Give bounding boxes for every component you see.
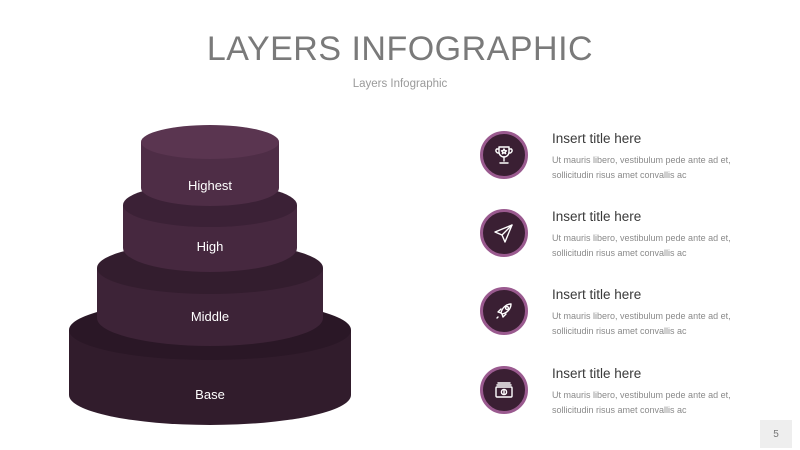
layer-label-base: Base — [195, 387, 225, 402]
item-title: Insert title here — [552, 131, 642, 146]
layer-label-middle: Middle — [191, 309, 229, 324]
paper-plane-icon — [480, 209, 528, 257]
item-title: Insert title here — [552, 287, 642, 302]
slide-subtitle: Layers Infographic — [352, 78, 448, 90]
list-item: Insert title here Ut mauris libero, vest… — [478, 287, 778, 347]
item-body: Ut mauris libero, vestibulum pede ante a… — [552, 390, 731, 415]
layer-highest: Highest — [141, 125, 279, 206]
list-item: Insert title here Ut mauris libero, vest… — [478, 131, 778, 191]
trophy-icon — [480, 131, 528, 179]
page-number: 5 — [760, 420, 792, 448]
item-title: Insert title here — [552, 209, 642, 224]
slide-title: LAYERS INFOGRAPHIC — [206, 30, 594, 68]
layer-label-highest: Highest — [188, 178, 232, 193]
item-body: Ut mauris libero, vestibulum pede ante a… — [552, 311, 731, 336]
list-item: Insert title here Ut mauris libero, vest… — [478, 366, 778, 426]
rocket-icon — [480, 287, 528, 335]
money-icon — [480, 366, 528, 414]
list-item: Insert title here Ut mauris libero, vest… — [478, 209, 778, 269]
item-body: Ut mauris libero, vestibulum pede ante a… — [552, 155, 731, 180]
layer-label-high: High — [197, 239, 224, 254]
item-body: Ut mauris libero, vestibulum pede ante a… — [552, 233, 731, 258]
item-title: Insert title here — [552, 366, 642, 381]
